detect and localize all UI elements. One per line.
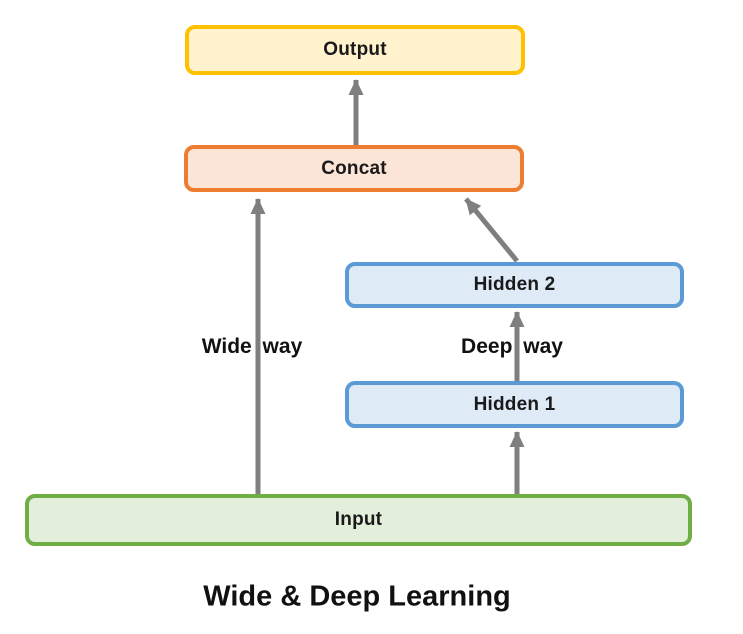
edge-label-wide-way: Wide way: [201, 335, 303, 358]
node-hidden2-label: Hidden 2: [473, 274, 556, 295]
diagram-title: Wide & Deep Learning: [203, 580, 511, 613]
node-output: Output: [185, 25, 525, 75]
edge-hidden2-to-concat: [464, 197, 519, 263]
edge-label-deep-way: Deep way: [461, 335, 563, 358]
node-hidden1-label: Hidden 1: [473, 393, 556, 415]
node-concat-label: Concat: [321, 157, 387, 179]
node-output-label: Output: [323, 39, 387, 60]
node-hidden2: Hidden 2: [345, 262, 684, 308]
node-input: Input: [25, 494, 692, 546]
node-concat: Concat: [184, 145, 524, 192]
node-hidden1: Hidden 1: [345, 381, 684, 428]
node-input-label: Input: [334, 509, 383, 530]
